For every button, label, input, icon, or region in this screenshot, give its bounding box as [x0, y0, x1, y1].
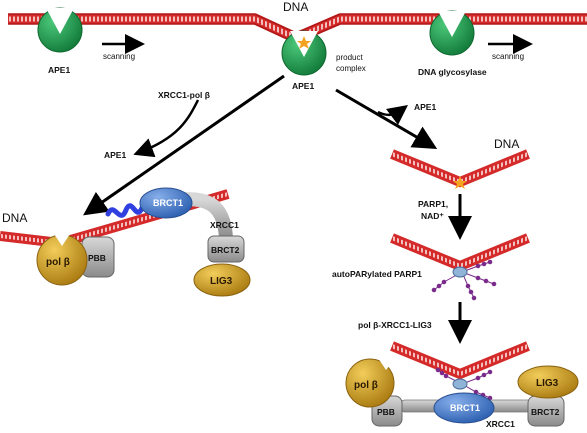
- nad-label: NAD⁺: [421, 211, 444, 221]
- right-lig3-domain: [517, 365, 579, 399]
- right-dna-3: [390, 341, 530, 380]
- left-brct2-domain: [207, 235, 245, 263]
- dna-glycosylase-enzyme: [429, 10, 475, 56]
- xrcc1-polb-label: XRCC1-pol β: [158, 90, 210, 100]
- dna-glycosylase-label: DNA glycosylase: [418, 67, 487, 77]
- right-polb-enzyme: [345, 358, 395, 408]
- left-polb-enzyme: [36, 234, 88, 286]
- left-lig3-domain: [193, 263, 251, 297]
- parp1-protein: [452, 266, 468, 278]
- left-flexible-linker: [105, 203, 145, 218]
- scanning-right-label: scanning: [492, 52, 524, 61]
- lesion-star-icon: [297, 36, 311, 49]
- dna-top-label: DNA: [283, 0, 308, 14]
- lesion-star-icon: [453, 176, 467, 189]
- arrow-ape1-released-left: [133, 99, 200, 158]
- ape1-enzyme-left: [37, 7, 83, 53]
- left-brct2-label: BRCT2: [211, 245, 240, 255]
- parp1-protein-final: [452, 378, 468, 390]
- arrow-ape1-released-right: [377, 105, 409, 125]
- right-pbb-label: PBB: [377, 407, 395, 417]
- right-xrcc1-label: XRCC1: [486, 419, 515, 429]
- dna-right-label: DNA: [494, 137, 519, 151]
- ape1-enzyme-center: [281, 30, 327, 76]
- right-lig3-label: LIG3: [536, 378, 559, 389]
- right-dna-1: [390, 149, 530, 189]
- right-brct2-label: BRCT2: [531, 407, 560, 417]
- left-brct1-domain: [139, 187, 193, 219]
- left-polb-label: pol β: [46, 257, 70, 268]
- ape1-released-left-label: APE1: [104, 150, 126, 160]
- parp1-label: PARP1,: [418, 199, 448, 209]
- scanning-left-label: scanning: [103, 52, 135, 61]
- right-brct1-domain: [433, 392, 495, 424]
- polb-xrcc1-lig3-label: pol β-XRCC1-LIG3: [358, 320, 432, 330]
- autoparylated-label: autoPARylated PARP1: [332, 269, 422, 279]
- arrow-to-right-dna: [335, 88, 438, 150]
- left-xrcc1-label: XRCC1: [210, 220, 239, 230]
- right-polb-label: pol β: [354, 380, 378, 391]
- ape1-center-label: APE1: [292, 81, 314, 91]
- dna-left-label: DNA: [2, 211, 27, 225]
- left-pbb-label: PBB: [88, 253, 106, 263]
- left-brct1-label: BRCT1: [153, 198, 183, 208]
- right-brct1-label: BRCT1: [450, 403, 480, 413]
- right-dna-2: [390, 233, 530, 272]
- left-lig3-label: LIG3: [210, 276, 233, 287]
- ape1-left-label: APE1: [48, 65, 70, 75]
- arrow-to-xrcc1-polb: [83, 74, 285, 216]
- ape1-released-right-label: APE1: [414, 102, 436, 112]
